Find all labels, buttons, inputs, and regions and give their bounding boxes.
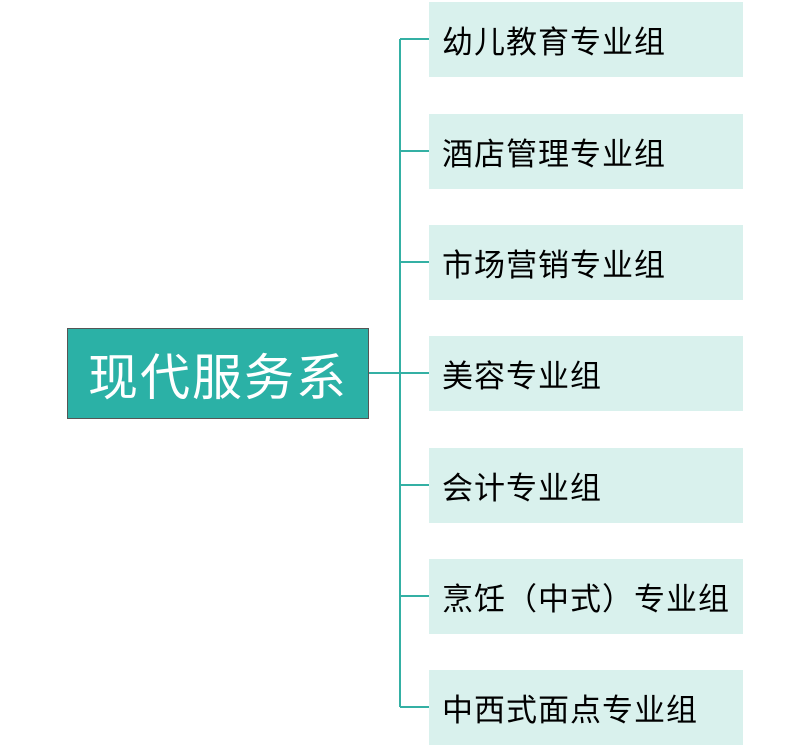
child-node-4: 美容专业组: [429, 336, 743, 411]
child-node-7: 中西式面点专业组: [429, 670, 743, 745]
child-node-3: 市场营销专业组: [429, 225, 743, 300]
child-node-5: 会计专业组: [429, 448, 743, 523]
root-node: 现代服务系: [67, 328, 369, 419]
child-node-1: 幼儿教育专业组: [429, 2, 743, 77]
child-node-6: 烹饪（中式）专业组: [429, 559, 743, 634]
child-node-2: 酒店管理专业组: [429, 114, 743, 189]
